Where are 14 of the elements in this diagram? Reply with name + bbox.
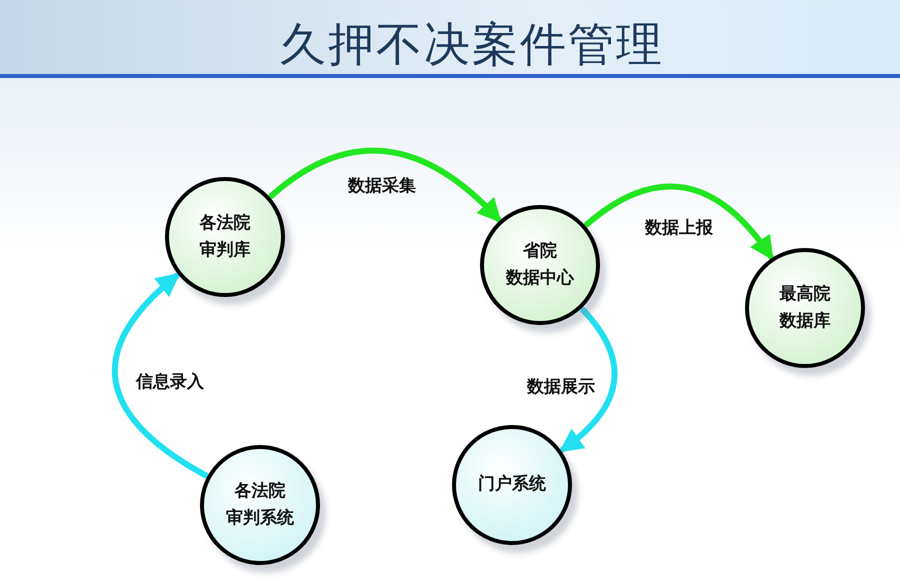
curved-arrow <box>584 184 774 260</box>
curved-arrow <box>268 148 502 223</box>
node-label: 最高院数据库 <box>778 282 832 333</box>
curved-arrow <box>559 306 618 452</box>
title: 久押不决案件管理 <box>280 16 664 73</box>
curved-arrow <box>112 272 209 478</box>
edge-label: 数据展示 <box>527 376 595 398</box>
node-label: 门户系统 <box>477 473 547 496</box>
edge-label: 数据上报 <box>645 217 713 239</box>
node-label: 省院数据中心 <box>504 240 576 290</box>
edge-label: 信息录入 <box>136 371 204 393</box>
node-label: 各法院审判库 <box>198 212 252 262</box>
node-label: 各法院审判系统 <box>225 480 295 530</box>
edge-label: 数据采集 <box>348 175 416 197</box>
